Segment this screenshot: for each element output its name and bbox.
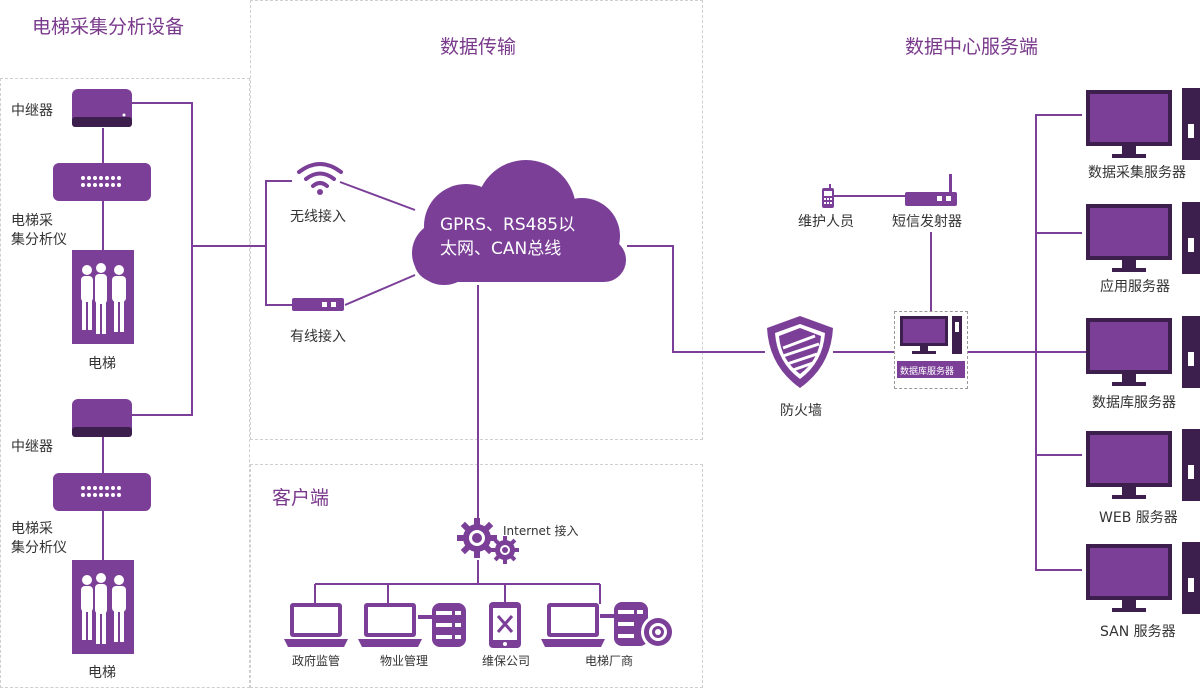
server-label-san: SAN 服务器 (1100, 624, 1176, 640)
server-monitor-icon (1086, 316, 1200, 388)
wifi-icon (297, 162, 343, 195)
relay-icon (72, 399, 132, 437)
relay-label-1: 中继器 (11, 103, 53, 119)
phone-tools-icon (489, 602, 521, 648)
internet-label: Internet 接入 (503, 524, 579, 538)
collector-panel (0, 78, 250, 688)
cloud-line-2: 太网、CAN总线 (440, 239, 562, 259)
db-server-box (894, 311, 968, 389)
wired-label: 有线接入 (290, 329, 346, 345)
client-label-maintenance: 维保公司 (482, 654, 531, 668)
analyzer-label-1a: 电梯采 (11, 213, 53, 229)
client-label-gov: 政府监管 (292, 654, 341, 668)
server-label-web: WEB 服务器 (1099, 510, 1178, 526)
maintainer-label: 维护人员 (798, 214, 854, 230)
elevator-label-1: 电梯 (88, 356, 116, 372)
cloud-icon (412, 160, 626, 285)
client-panel (250, 464, 703, 688)
server-monitor-icon (1086, 542, 1200, 614)
server-monitor-icon (1086, 429, 1200, 501)
laptop-icon (541, 603, 605, 647)
db-server-box-label: 数据库服务器 (900, 367, 955, 377)
sms-transmitter-icon (905, 174, 957, 206)
internet-gears-icon (457, 518, 519, 564)
laptop-icon (284, 603, 348, 647)
transfer-section-title: 数据传输 (440, 36, 517, 58)
laptop-icon (358, 603, 422, 647)
cloud-line-1: GPRS、RS485以 (440, 215, 576, 235)
db-server-label-bg (897, 361, 965, 378)
transfer-panel (250, 0, 703, 440)
client-label-manufacturer: 电梯厂商 (585, 654, 634, 668)
elevator-label-2: 电梯 (88, 665, 116, 681)
db-server-workstation-icon (900, 316, 962, 354)
server-label-collect: 数据采集服务器 (1088, 165, 1186, 181)
relay-label-2: 中继器 (11, 439, 53, 455)
shield-firewall-icon (767, 316, 833, 388)
server-monitor-icon (1086, 88, 1200, 160)
client-label-property: 物业管理 (380, 654, 429, 668)
collector-section-title: 电梯采集分析设备 (32, 16, 185, 38)
analyzer-label-2b: 集分析仪 (11, 540, 67, 556)
client-section-title: 客户端 (272, 487, 330, 509)
server-gear-icon (600, 602, 675, 649)
firewall-label: 防火墙 (780, 403, 822, 419)
elevator-icon (72, 560, 134, 654)
analyzer-device-icon (53, 473, 151, 511)
wired-modem-icon (292, 298, 344, 311)
sms-label: 短信发射器 (892, 214, 962, 230)
server-label-db: 数据库服务器 (1092, 395, 1176, 411)
wireless-label: 无线接入 (290, 209, 346, 225)
mobile-phone-icon (822, 184, 834, 208)
elevator-icon (72, 250, 134, 344)
analyzer-label-1b: 集分析仪 (11, 232, 67, 248)
server-label-app: 应用服务器 (1100, 279, 1170, 295)
server-monitor-icon (1086, 202, 1200, 274)
analyzer-device-icon (53, 163, 151, 201)
datacenter-section-title: 数据中心服务端 (905, 36, 1039, 58)
relay-icon (72, 89, 132, 127)
server-stack-icon (418, 603, 466, 647)
analyzer-label-2a: 电梯采 (11, 521, 53, 537)
